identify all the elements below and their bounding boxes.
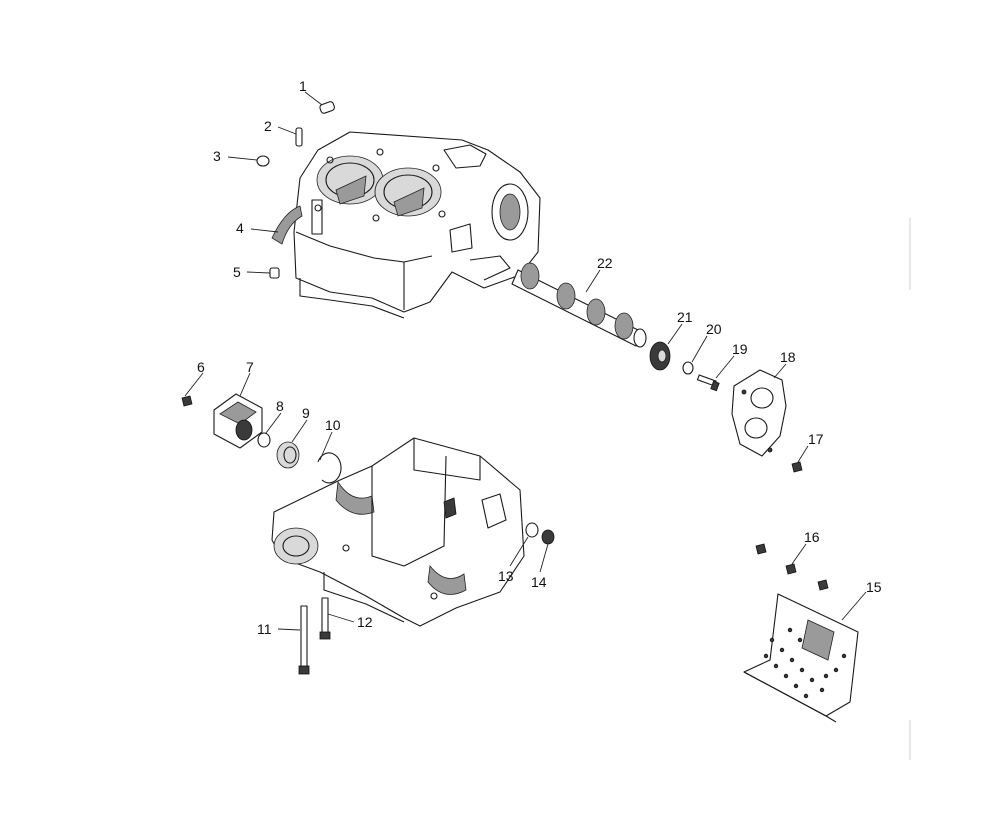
- callout-2: 2: [264, 118, 272, 134]
- part-10-snap-ring: [317, 452, 342, 484]
- part-13-washer: [525, 522, 539, 538]
- callout-17: 17: [808, 431, 824, 447]
- part-15-skid-plate: [743, 593, 859, 723]
- callout-16: 16: [804, 529, 820, 545]
- callout-11: 11: [257, 621, 272, 637]
- part-8-o-ring: [257, 432, 271, 448]
- callout-3: 3: [213, 148, 221, 164]
- callout-6: 6: [197, 359, 205, 375]
- callout-10: 10: [325, 417, 341, 433]
- part-20-washer: [682, 361, 694, 375]
- part-5-plug: [269, 267, 280, 279]
- upper-crankcase: [293, 131, 541, 319]
- callout-18: 18: [780, 349, 796, 365]
- part-14-plug: [541, 529, 555, 545]
- lower-crankcase: [271, 437, 525, 627]
- callout-15: 15: [866, 579, 882, 595]
- callout-4: 4: [236, 220, 244, 236]
- part-9-bushing: [276, 441, 300, 469]
- camshaft: [511, 262, 647, 348]
- part-1-dowel-pin: [319, 101, 335, 114]
- skid-plate-holes: [763, 627, 847, 699]
- part-4-seal: [271, 205, 303, 245]
- callout-13: 13: [498, 568, 514, 584]
- part-17-bolt: [791, 461, 803, 473]
- part-11-bolt-long: [298, 605, 310, 675]
- leader-lines: [184, 91, 867, 631]
- callout-22: 22: [597, 255, 613, 271]
- part-18-cover-plate: [731, 369, 787, 457]
- callout-8: 8: [276, 398, 284, 414]
- callout-7: 7: [246, 359, 254, 375]
- callout-labels: 1 2 3 4 5 6 7 8 9 10 11 12 13 14 15 16 1…: [197, 78, 882, 637]
- callout-14: 14: [531, 574, 547, 590]
- callout-12: 12: [357, 614, 373, 630]
- part-12-bolt: [319, 597, 331, 640]
- part-16-bolts: [755, 543, 829, 591]
- callout-9: 9: [302, 405, 310, 421]
- part-2-pin: [295, 127, 303, 147]
- part-6-bolt: [181, 395, 193, 407]
- part-19-bolt: [696, 374, 720, 392]
- callout-19: 19: [732, 341, 748, 357]
- part-7-cover: [213, 393, 263, 449]
- callout-1: 1: [299, 78, 307, 94]
- part-21-sprocket: [649, 341, 671, 371]
- callout-20: 20: [706, 321, 722, 337]
- part-3-o-ring: [256, 155, 270, 167]
- callout-21: 21: [677, 309, 693, 325]
- callout-5: 5: [233, 264, 241, 280]
